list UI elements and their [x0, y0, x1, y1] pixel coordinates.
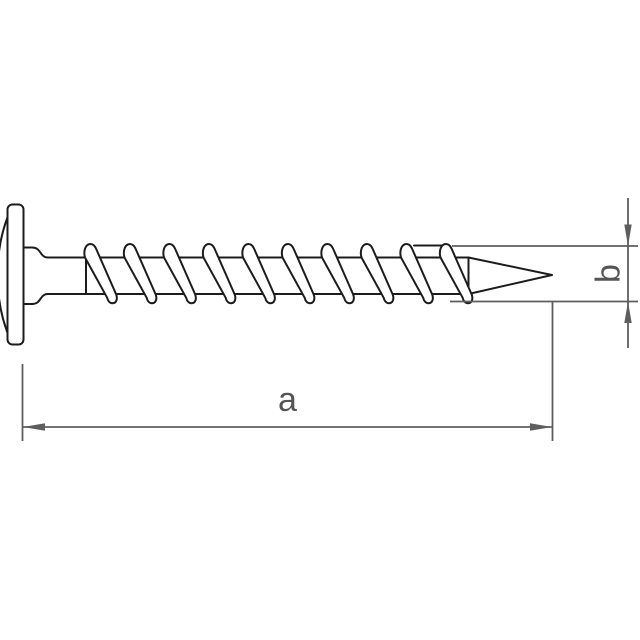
dimension-b-arrow-bottom [624, 301, 632, 323]
screw-thread-turn [162, 243, 197, 305]
screw-threads [83, 243, 474, 305]
screw-head-flange [6, 203, 25, 346]
dimension-a-label: a [278, 381, 297, 419]
screw [0, 203, 553, 346]
screw-thread-turn [280, 243, 316, 305]
dimension-b-label: b [590, 264, 628, 283]
screw-thread-turn [399, 243, 434, 305]
screw-thread-turn [201, 243, 237, 305]
screw-thread-turn [320, 243, 355, 305]
screw-thread-turn [241, 243, 276, 305]
dimension-arrows [23, 224, 632, 431]
dimension-a-arrow-right [530, 423, 552, 431]
screw-thread-turn [83, 243, 118, 305]
dimension-a-arrow-left [23, 423, 45, 431]
screw-thread-turn [122, 243, 158, 305]
screw-thread-turn [359, 243, 395, 305]
dimension-b-arrow-top [624, 224, 632, 246]
dimensions [21, 198, 638, 441]
